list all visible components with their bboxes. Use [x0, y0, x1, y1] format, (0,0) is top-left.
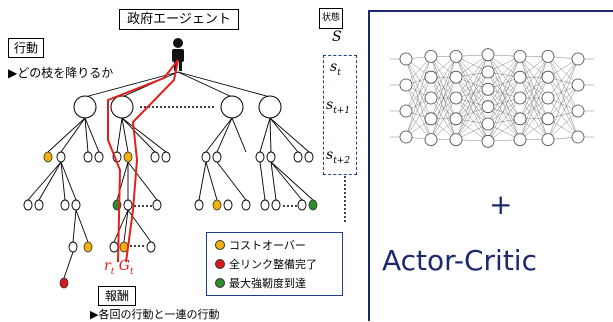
- reward-title: 報酬: [98, 286, 136, 306]
- return-label: rt Gt: [104, 258, 134, 277]
- legend-item-cost-over: コストオーバー: [215, 239, 306, 253]
- nn-neuron: [424, 50, 438, 63]
- plus-sign: +: [489, 188, 513, 221]
- nn-neuron: [513, 50, 527, 63]
- legend-dot: [215, 278, 225, 288]
- reward-description: ▶各回の行動と一連の行動: [90, 308, 220, 321]
- legend-dot: [215, 259, 225, 269]
- nn-neuron: [513, 112, 527, 126]
- nn-neuron: [481, 48, 495, 62]
- state-item: st+1: [326, 97, 351, 116]
- state-symbol: S: [332, 29, 342, 45]
- state-sequence-box: [323, 55, 357, 175]
- algorithm-panel: [368, 10, 613, 321]
- nn-neuron: [481, 82, 495, 96]
- nn-neuron: [424, 133, 438, 147]
- nn-neuron: [399, 104, 413, 118]
- nn-neuron: [449, 112, 463, 126]
- nn-neuron: [541, 91, 555, 105]
- nn-neuron: [541, 133, 555, 147]
- dotted-connectors: [130, 106, 297, 247]
- tree-edges: [27, 71, 314, 279]
- person-icon: [172, 38, 184, 71]
- nn-neuron: [399, 78, 413, 92]
- red-path: [107, 59, 179, 263]
- action-description: ▶どの枝を降りるか: [8, 66, 114, 80]
- nn-neuron: [571, 130, 585, 144]
- nn-neuron: [424, 91, 438, 105]
- legend-item-max-resilience: 最大強靭度到達: [215, 277, 306, 291]
- link-complete-node: [59, 277, 69, 289]
- nn-neuron: [424, 112, 438, 126]
- nn-neuron: [513, 133, 527, 147]
- nn-neuron: [449, 133, 463, 147]
- nn-neuron: [541, 50, 555, 63]
- nn-neuron: [481, 134, 495, 148]
- state-item: st+2: [326, 147, 351, 166]
- state-title: 状態: [319, 8, 343, 29]
- nn-neuron: [571, 78, 585, 92]
- cost-over-node: [123, 151, 133, 163]
- cost-over-node: [83, 241, 93, 253]
- nn-neuron: [424, 70, 438, 84]
- legend: コストオーバー 全リンク整備完了 最大強靭度到達: [206, 232, 343, 296]
- nn-neuron: [481, 117, 495, 131]
- nn-neuron: [513, 91, 527, 105]
- legend-item-link-complete: 全リンク整備完了: [215, 258, 317, 272]
- nn-neuron: [571, 104, 585, 118]
- nn-neuron: [571, 52, 585, 66]
- nn-neuron: [399, 130, 413, 144]
- action-title: 行動: [8, 38, 44, 58]
- max-resilience-node: [308, 199, 318, 211]
- nn-neuron: [449, 91, 463, 105]
- cost-over-node: [43, 151, 53, 163]
- neural-network-diagram: [390, 48, 594, 148]
- legend-dot: [215, 240, 225, 250]
- nn-neuron: [481, 100, 495, 114]
- small-nodes: [23, 151, 314, 253]
- nn-neuron: [449, 50, 463, 63]
- nn-neuron: [541, 112, 555, 126]
- nn-neuron: [399, 52, 413, 66]
- state-item: st: [330, 59, 341, 78]
- nn-neuron: [513, 70, 527, 84]
- nn-neuron: [449, 70, 463, 84]
- cost-over-node: [212, 199, 222, 211]
- algorithm-name: Actor-Critic: [382, 244, 537, 277]
- nn-neuron: [541, 70, 555, 84]
- agent-title: 政府エージェント: [119, 9, 239, 30]
- nn-neuron: [481, 65, 495, 79]
- level1-nodes: [73, 95, 282, 119]
